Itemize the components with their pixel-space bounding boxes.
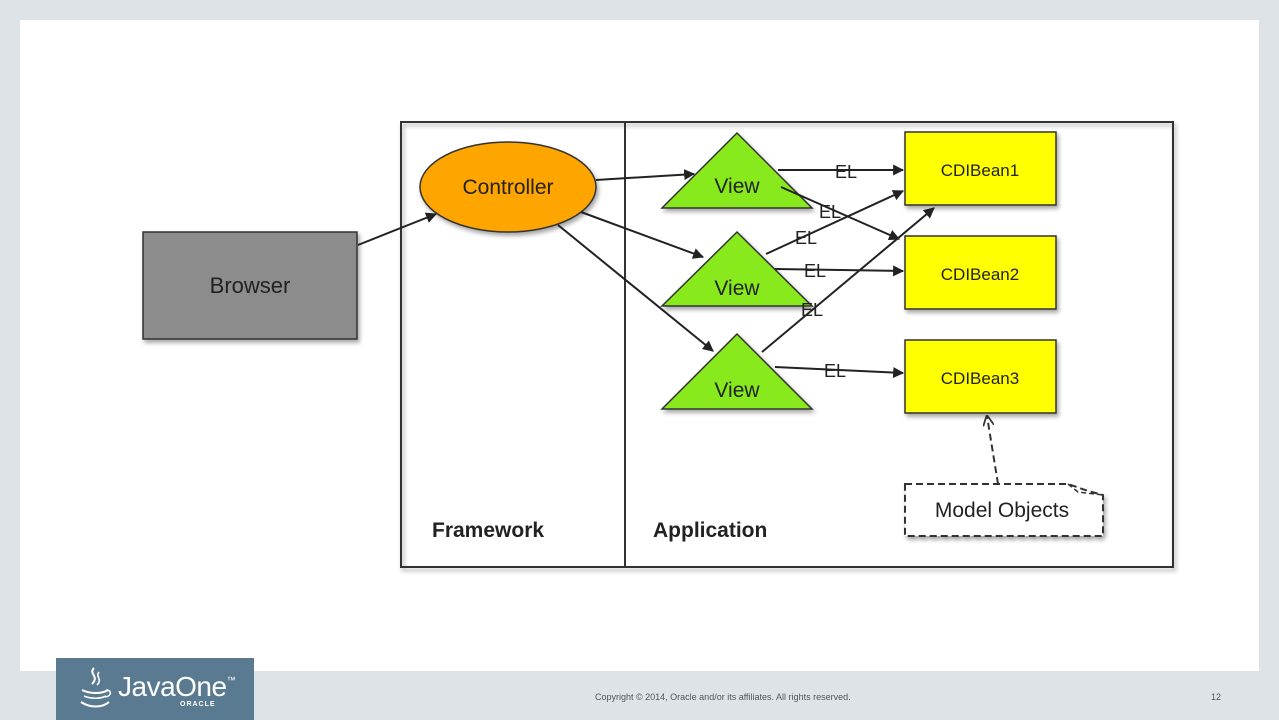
oracle-wordmark: ORACLE: [180, 701, 216, 708]
slide: Browser Controller View View View CDIBea…: [20, 20, 1259, 671]
view-label-3: View: [714, 379, 760, 402]
view-node-3: [660, 332, 814, 410]
model-objects-node: [904, 483, 1104, 537]
el-label-view2-bean2: EL: [804, 261, 826, 281]
edge-view3-bean1: [761, 207, 935, 353]
edge-browser-controller: [357, 212, 438, 246]
view-label-2: View: [714, 277, 760, 300]
edge-view3-bean3: [774, 366, 905, 379]
model-objects-fold: [1067, 483, 1104, 496]
architecture-diagram: Browser Controller View View View CDIBea…: [142, 121, 1174, 568]
cdibean3-label: CDIBean3: [941, 369, 1019, 388]
cdibean1-node: [904, 131, 1057, 206]
browser-node: [142, 231, 358, 340]
controller-node: [419, 141, 597, 233]
edge-view2-bean1: [765, 190, 904, 255]
page-number: 12: [1211, 692, 1222, 702]
el-label-view1-bean1: EL: [835, 162, 857, 182]
el-label-view3-bean3: EL: [824, 361, 846, 381]
view-node-1: [660, 131, 814, 209]
javaone-wordmark: JavaOne™: [118, 671, 236, 702]
model-objects-label: Model Objects: [935, 499, 1069, 522]
framework-label: Framework: [432, 519, 544, 542]
cdibean3-node: [904, 339, 1057, 414]
edge-controller-view3: [557, 224, 714, 352]
browser-label: Browser: [210, 273, 291, 298]
edge-view1-bean2: [780, 186, 901, 241]
edge-controller-view2: [580, 211, 705, 259]
copyright-notice: Copyright © 2014, Oracle and/or its affi…: [595, 692, 851, 702]
el-label-view2-bean1: EL: [795, 228, 817, 248]
edge-model-bean3: [987, 416, 999, 485]
edge-view2-bean2: [774, 265, 905, 277]
javaone-logo: JavaOne™ ORACLE: [56, 658, 254, 720]
view-label-1: View: [714, 175, 760, 198]
controller-label: Controller: [462, 176, 553, 199]
el-label-view3-bean1: EL: [801, 300, 823, 320]
application-label: Application: [653, 519, 767, 542]
el-label-view1-bean2: EL: [819, 202, 841, 222]
edge-controller-view1: [595, 169, 696, 181]
system-boundary: [400, 121, 1174, 568]
cdibean1-label: CDIBean1: [941, 161, 1019, 180]
cdibean2-label: CDIBean2: [941, 265, 1019, 284]
java-cup-icon: [80, 667, 112, 708]
cdibean2-node: [904, 235, 1057, 310]
view-node-2: [660, 230, 814, 307]
